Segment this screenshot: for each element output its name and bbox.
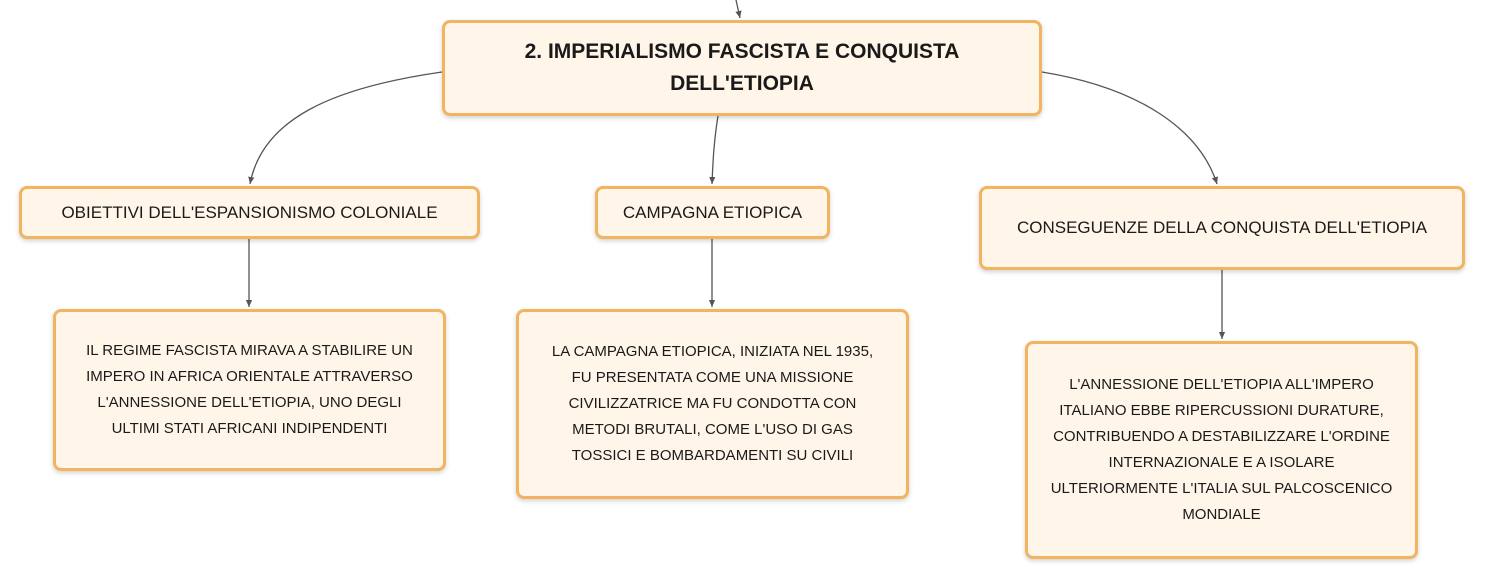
detail-node-campagna[interactable]: LA CAMPAGNA ETIOPICA, INIZIATA NEL 1935,… (516, 309, 909, 499)
branch-node-conseguenze[interactable]: CONSEGUENZE DELLA CONQUISTA DELL'ETIOPIA (979, 186, 1465, 270)
detail-text-obiettivi: IL REGIME FASCISTA MIRAVA A STABILIRE UN… (86, 342, 413, 437)
connector-root-to-campagna (709, 115, 719, 185)
detail-node-obiettivi[interactable]: IL REGIME FASCISTA MIRAVA A STABILIRE UN… (53, 309, 446, 471)
connector-root-to-obiettivi (248, 71, 443, 185)
connector-parent-to-root (735, 0, 742, 19)
connector-root-to-conseguenze (1041, 71, 1218, 185)
detail-text-conseguenze: L'ANNESSIONE DELL'ETIOPIA ALL'IMPERO ITA… (1050, 376, 1393, 523)
branch-label-obiettivi: OBIETTIVI DELL'ESPANSIONISMO COLONIALE (61, 202, 438, 222)
branch-node-obiettivi[interactable]: OBIETTIVI DELL'ESPANSIONISMO COLONIALE (19, 186, 480, 239)
branch-node-campagna[interactable]: CAMPAGNA ETIOPICA (595, 186, 830, 239)
root-topic-node[interactable]: 2. IMPERIALISMO FASCISTA E CONQUISTA DEL… (442, 20, 1042, 116)
root-topic-title: 2. IMPERIALISMO FASCISTA E CONQUISTA DEL… (524, 40, 960, 95)
branch-label-conseguenze: CONSEGUENZE DELLA CONQUISTA DELL'ETIOPIA (1016, 218, 1428, 237)
detail-text-campagna: LA CAMPAGNA ETIOPICA, INIZIATA NEL 1935,… (551, 343, 874, 464)
branch-label-campagna: CAMPAGNA ETIOPICA (622, 202, 803, 222)
detail-node-conseguenze[interactable]: L'ANNESSIONE DELL'ETIOPIA ALL'IMPERO ITA… (1025, 341, 1418, 559)
